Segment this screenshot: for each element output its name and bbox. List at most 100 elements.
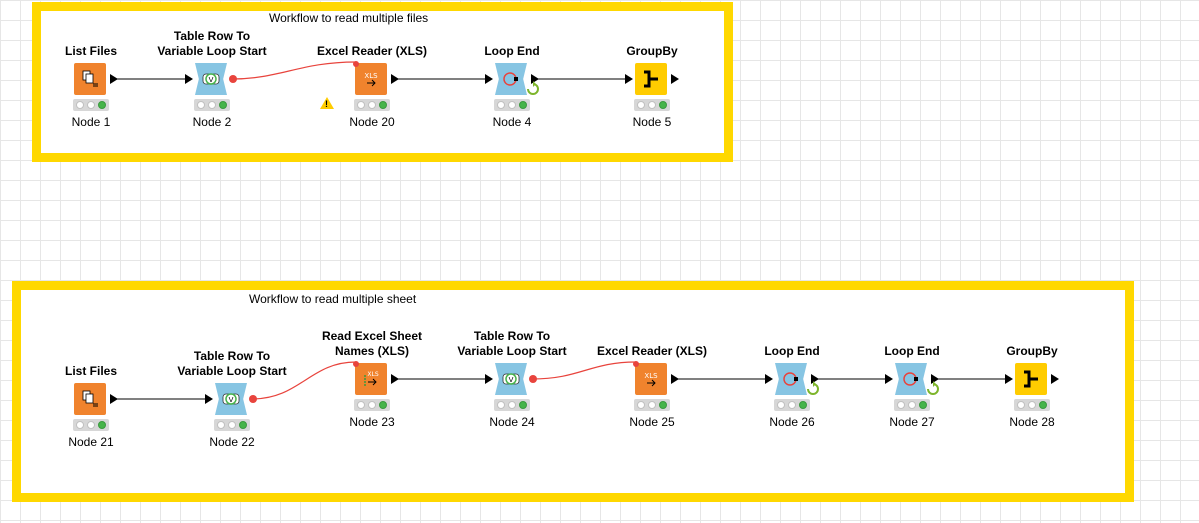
status-traffic-light [354,99,390,111]
node-loop-start[interactable]: Table Row To Variable Loop Start V Node … [172,349,292,449]
status-traffic-light [634,399,670,411]
output-port[interactable] [110,394,118,404]
node-label[interactable]: Node 27 [889,415,935,429]
status-traffic-light [214,419,250,431]
status-traffic-light [894,399,930,411]
warning-mark: ! [325,99,328,109]
list-files-icon [74,383,106,415]
loop-start-icon: V [495,363,527,395]
output-port[interactable] [110,74,118,84]
node-label[interactable]: Node 1 [71,115,111,129]
loop-arrow-icon [927,381,939,395]
node-label[interactable]: Node 23 [349,415,395,429]
xls-icon-text: XLS [364,72,378,80]
node-loop-end[interactable]: Loop End Node 26 [732,344,852,429]
node-title: Loop End [484,44,540,58]
node-list-files[interactable]: List Files Node 21 [31,364,151,449]
output-port[interactable] [391,74,399,84]
node-label[interactable]: Node 28 [1009,415,1055,429]
status-traffic-light [194,99,230,111]
node-title: Loop End [764,344,820,358]
loop-arrow-icon [527,81,539,95]
node-groupby[interactable]: GroupBy Node 5 [592,44,712,129]
node-title: Table Row To Variable Loop Start [157,29,267,58]
loop-end-icon [775,363,807,395]
input-port[interactable] [1005,374,1013,384]
input-port[interactable] [625,74,633,84]
svg-text:V: V [229,396,234,404]
variable-output-port[interactable] [249,395,257,403]
node-label[interactable]: Node 25 [629,415,675,429]
output-port[interactable] [811,374,819,384]
output-port[interactable] [391,374,399,384]
node-title: Excel Reader (XLS) [316,44,428,58]
node-loop-start[interactable]: Table Row To Variable Loop Start V Node … [452,329,572,429]
excel-reader-icon: XLS [635,363,667,395]
node-label[interactable]: Node 5 [632,115,672,129]
node-title: Excel Reader (XLS) [596,344,708,358]
input-port[interactable] [205,394,213,404]
annotation-title-files: Workflow to read multiple files [269,11,429,25]
output-port[interactable] [671,374,679,384]
groupby-icon [1015,363,1047,395]
node-label[interactable]: Node 26 [769,415,815,429]
annotation-box-files[interactable] [32,2,733,162]
node-title: GroupBy [1006,344,1058,358]
output-port[interactable] [671,74,679,84]
annotation-title-sheets: Workflow to read multiple sheet [249,292,417,306]
variable-output-port[interactable] [529,375,537,383]
annotation-box-sheets[interactable] [12,281,1134,502]
variable-output-port[interactable] [229,75,237,83]
node-label[interactable]: Node 21 [68,435,114,449]
svg-text:V: V [209,76,214,84]
node-read-excel-sheet-names[interactable]: Read Excel Sheet Names (XLS) XLS Node 23 [312,329,432,429]
output-port[interactable] [531,74,539,84]
loop-arrow-icon [807,381,819,395]
node-loop-end[interactable]: Loop End Node 27 [852,344,972,429]
output-port[interactable] [931,374,939,384]
input-port[interactable] [485,374,493,384]
groupby-icon [635,63,667,95]
warning-icon [320,97,334,109]
node-list-files[interactable]: List Files Node 1 [31,44,151,129]
node-title: GroupBy [626,44,678,58]
node-excel-reader[interactable]: Excel Reader (XLS) XLS ! Node 20 [312,44,432,129]
list-files-icon [74,63,106,95]
status-traffic-light [73,419,109,431]
status-traffic-light [73,99,109,111]
status-traffic-light [1014,399,1050,411]
node-label[interactable]: Node 24 [489,415,535,429]
status-traffic-light [634,99,670,111]
node-title: List Files [64,44,117,58]
node-groupby[interactable]: GroupBy Node 28 [972,344,1092,429]
variable-input-port[interactable] [353,61,359,67]
input-port[interactable] [765,374,773,384]
node-loop-end[interactable]: Loop End Node 4 [452,44,572,129]
node-title: List Files [64,364,117,378]
node-excel-reader[interactable]: Excel Reader (XLS) XLS Node 25 [592,344,712,429]
svg-text:V: V [509,376,514,384]
loop-end-icon [495,63,527,95]
node-title: Read Excel Sheet Names (XLS) [321,329,423,358]
output-port[interactable] [1051,374,1059,384]
status-traffic-light [774,399,810,411]
node-title: Loop End [884,344,940,358]
node-label[interactable]: Node 20 [349,115,395,129]
excel-sheet-names-icon: XLS [355,363,387,395]
loop-start-icon: V [195,63,227,95]
loop-start-icon: V [215,383,247,415]
input-port[interactable] [885,374,893,384]
status-traffic-light [494,399,530,411]
input-port[interactable] [485,74,493,84]
variable-input-port[interactable] [633,361,639,367]
node-label[interactable]: Node 4 [492,115,532,129]
node-loop-start[interactable]: Table Row To Variable Loop Start V Node … [152,29,272,129]
node-title: Table Row To Variable Loop Start [177,349,287,378]
variable-input-port[interactable] [353,361,359,367]
status-traffic-light [494,99,530,111]
loop-end-icon [895,363,927,395]
node-label[interactable]: Node 22 [209,435,255,449]
node-label[interactable]: Node 2 [192,115,232,129]
input-port[interactable] [185,74,193,84]
